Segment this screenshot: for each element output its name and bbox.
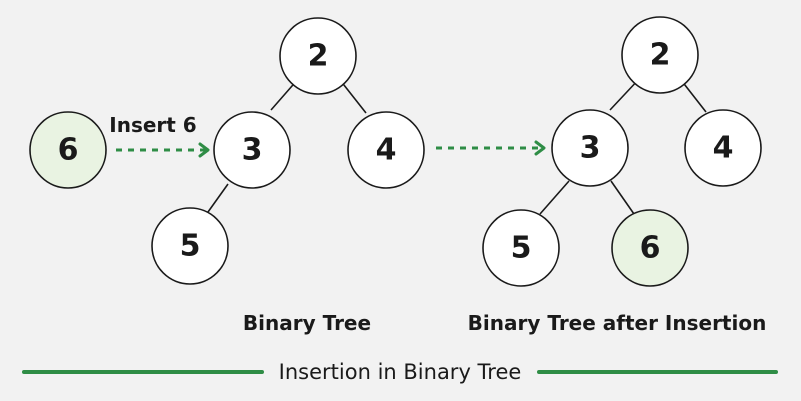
tree-before-node-left-left: 5 (151, 207, 229, 285)
tree-before-node-left: 3 (213, 111, 291, 189)
tree-before-left-value: 3 (242, 133, 263, 168)
tree-after-leftleft-circle (482, 209, 560, 287)
edge-before-root-right (339, 79, 367, 114)
tree-after-right-circle (684, 109, 762, 187)
tree-after-right-value: 4 (713, 131, 734, 166)
tree-before-caption: Binary Tree (243, 311, 371, 335)
tree-after-root-circle (621, 16, 699, 94)
tree-after-node-left-right: 6 (611, 209, 689, 287)
edge-after-left-leftright (610, 180, 635, 215)
tree-before-node-root: 2 (279, 17, 357, 95)
tree-before-leftleft-value: 5 (180, 229, 201, 264)
edge-after-left-leftleft (539, 180, 570, 215)
tree-before-leftleft-circle (151, 207, 229, 285)
tree-after-left-circle (551, 109, 629, 187)
tree-after-node-left-left: 5 (482, 209, 560, 287)
tree-after-node-right: 4 (684, 109, 762, 187)
footer-title: Insertion in Binary Tree (279, 360, 522, 384)
tree-before-node-right: 4 (347, 111, 425, 189)
insert-label: Insert 6 (109, 113, 196, 137)
edge-before-left-leftleft (207, 183, 229, 213)
tree-after-node-root: 2 (621, 16, 699, 94)
insert-node: 6 (29, 111, 107, 189)
tree-after-root-value: 2 (650, 38, 671, 73)
tree-before-right-value: 4 (376, 133, 397, 168)
tree-before-root-circle (279, 17, 357, 95)
tree-after-node-left: 3 (551, 109, 629, 187)
insert-node-circle (29, 111, 107, 189)
tree-after-leftright-circle (611, 209, 689, 287)
insert-node-value: 6 (58, 133, 79, 168)
tree-before-right-circle (347, 111, 425, 189)
tree-after-leftleft-value: 5 (511, 231, 532, 266)
tree-before-root-value: 2 (308, 39, 329, 74)
tree-after-leftright-value: 6 (640, 231, 661, 266)
tree-after-left-value: 3 (580, 131, 601, 166)
edge-after-root-right (680, 79, 707, 113)
tree-before-left-circle (213, 111, 291, 189)
tree-after-caption: Binary Tree after Insertion (468, 311, 767, 335)
